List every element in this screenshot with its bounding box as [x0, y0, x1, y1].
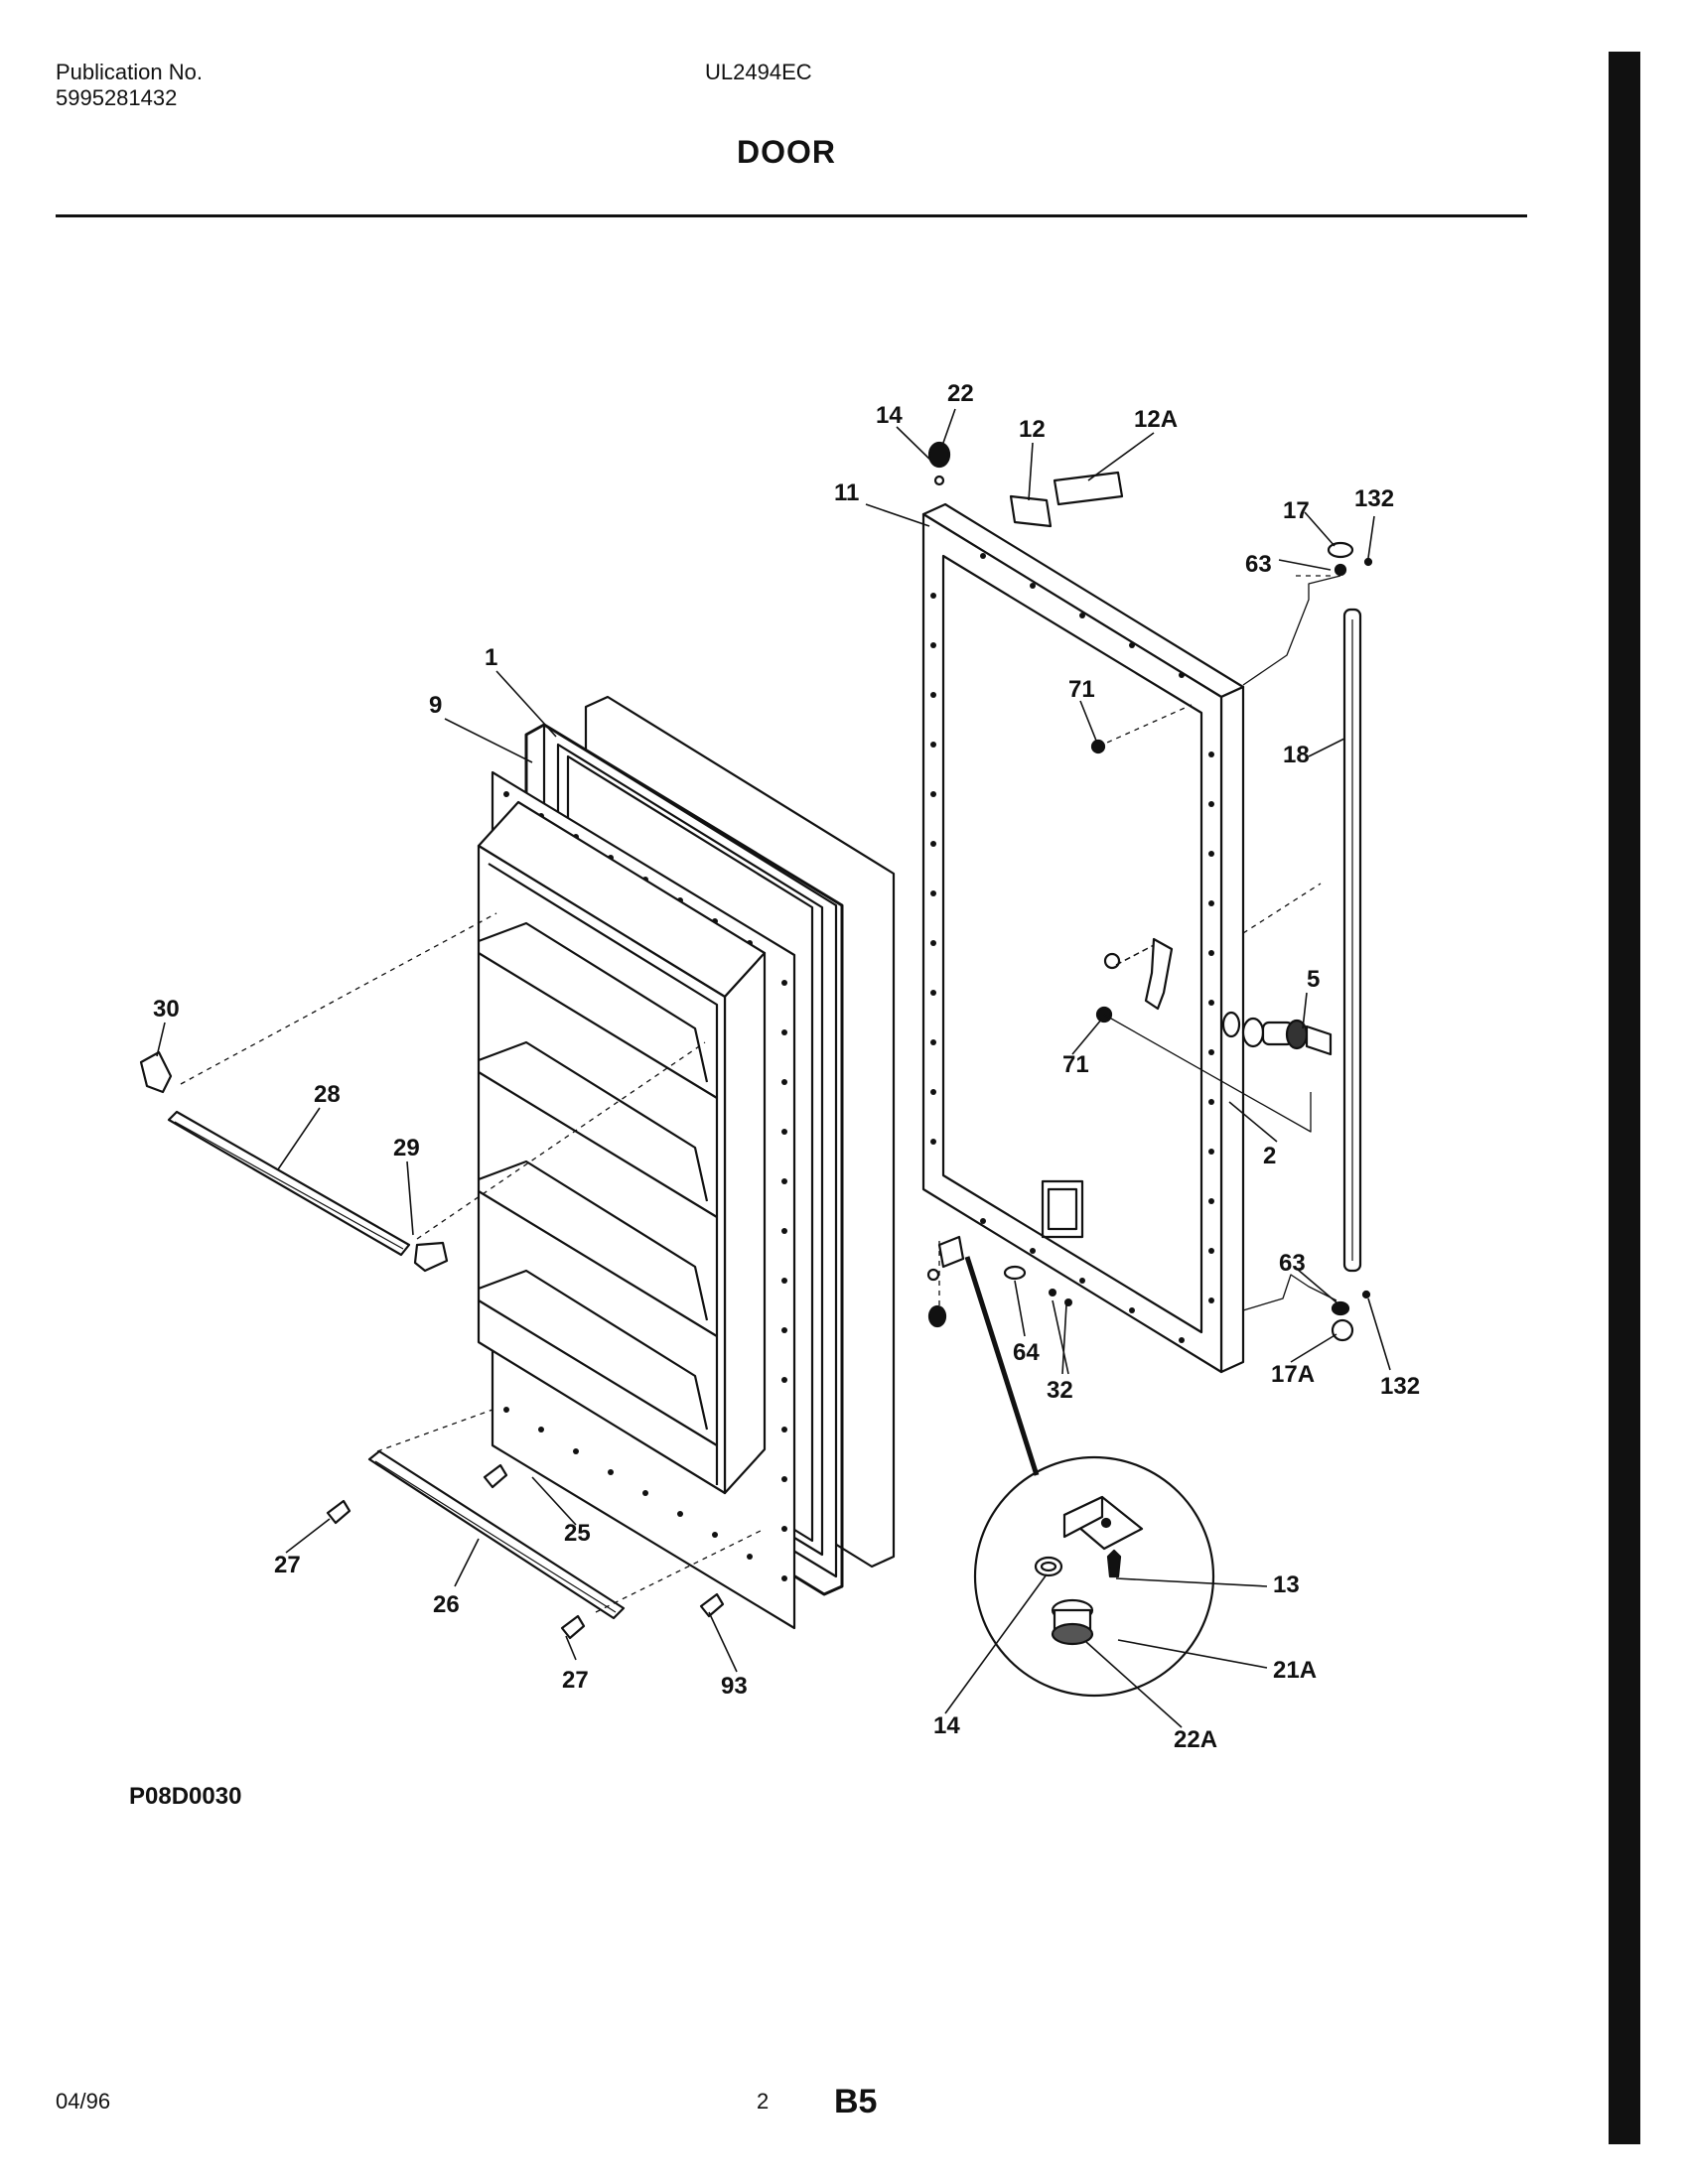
callout-1: 1	[485, 644, 497, 671]
callout-22a: 22A	[1174, 1726, 1217, 1753]
callout-27-upper: 27	[274, 1552, 301, 1578]
callout-132-bottom: 132	[1380, 1373, 1420, 1400]
callout-14-detail: 14	[933, 1712, 960, 1739]
shelf-bar-28	[139, 1050, 449, 1273]
callout-13: 13	[1273, 1571, 1300, 1598]
callout-17a: 17A	[1271, 1361, 1315, 1388]
bottom-hinge-parts	[926, 1235, 1072, 1328]
publication-label: Publication No.	[56, 60, 203, 84]
callout-14-top: 14	[876, 402, 903, 429]
callout-12: 12	[1019, 416, 1046, 443]
callout-leader-lines	[156, 408, 1391, 1728]
callout-30: 30	[153, 996, 180, 1023]
section-code: B5	[834, 2083, 878, 2120]
header-rule	[56, 214, 1527, 217]
callout-64: 64	[1013, 1339, 1040, 1366]
page-title: DOOR	[737, 134, 836, 170]
callout-18: 18	[1283, 742, 1310, 768]
assembly-guide-lines	[180, 575, 1331, 1613]
top-hinge-parts	[927, 441, 1373, 1342]
callout-29: 29	[393, 1135, 420, 1161]
outer-door-panel	[921, 502, 1245, 1374]
shelf-bar-26	[367, 1449, 626, 1620]
callout-63-bottom: 63	[1279, 1250, 1306, 1277]
callout-71-lower: 71	[1062, 1051, 1089, 1078]
callout-12a: 12A	[1134, 406, 1178, 433]
callout-11: 11	[834, 479, 859, 506]
callout-21a: 21A	[1273, 1657, 1317, 1684]
callout-25: 25	[564, 1520, 591, 1547]
page-edge-bar	[1609, 52, 1640, 2144]
callout-93: 93	[721, 1673, 748, 1700]
callout-5: 5	[1307, 966, 1320, 993]
publication-number: 5995281432	[56, 85, 178, 110]
callout-22: 22	[947, 380, 974, 407]
callout-71-upper: 71	[1068, 676, 1095, 703]
callout-labels: 1 2 5 9 11 12 12A 13 14 14 17 17A 18 21A…	[153, 380, 1420, 1753]
inner-door-liner	[477, 770, 796, 1630]
callout-132-top: 132	[1354, 485, 1394, 512]
callout-28: 28	[314, 1081, 341, 1108]
detail-circle	[964, 1256, 1215, 1698]
callout-26: 26	[433, 1591, 460, 1618]
publication-date: 04/96	[56, 2089, 111, 2114]
handle-assembly	[1221, 1011, 1333, 1056]
shelf-screws	[326, 1463, 725, 1640]
callout-32: 32	[1047, 1377, 1073, 1404]
callout-63-top: 63	[1245, 551, 1272, 578]
figure-code: P08D0030	[129, 1783, 242, 1810]
model-number: UL2494EC	[705, 60, 812, 84]
page-number: 2	[757, 2089, 770, 2114]
callout-27-lower: 27	[562, 1667, 589, 1694]
callout-17: 17	[1283, 497, 1310, 524]
callout-9: 9	[429, 692, 442, 719]
callout-2: 2	[1263, 1143, 1276, 1169]
hinge-guide-lines	[1103, 575, 1341, 1311]
hinge-rod	[1342, 608, 1362, 1273]
